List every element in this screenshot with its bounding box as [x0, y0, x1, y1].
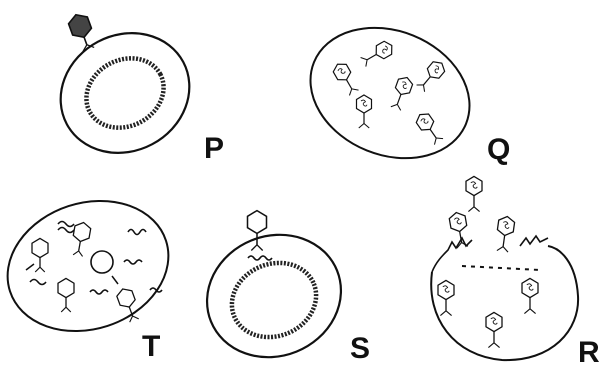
- phage-icon: [359, 39, 395, 68]
- phage-head-icon: [91, 251, 113, 273]
- bacterial-cell: [291, 5, 490, 181]
- phage-icon: [331, 60, 360, 96]
- dna-strand: [30, 280, 46, 285]
- phage-icon: [438, 280, 454, 315]
- phage-icon: [495, 215, 516, 252]
- dna-strand: [58, 222, 74, 227]
- phage-head-icon: [58, 278, 74, 312]
- tail-fiber: [26, 264, 34, 270]
- panel-q: Q: [291, 5, 511, 181]
- ruptured-membrane: [432, 238, 472, 272]
- cell-rupture-line: [462, 266, 540, 270]
- bacterial-chromosome: [74, 45, 176, 141]
- bacterial-cell: [0, 181, 185, 352]
- panel-label-q: Q: [487, 133, 510, 166]
- phage-icon: [357, 95, 372, 128]
- dna-strand: [124, 260, 142, 264]
- phage-icon: [414, 110, 445, 146]
- phage-icon: [415, 58, 448, 93]
- phage-head-icon: [32, 238, 48, 272]
- panel-label-s: S: [350, 332, 370, 365]
- phage-icon: [522, 278, 538, 313]
- phage-head-icon: [70, 221, 92, 257]
- panel-s: S: [188, 211, 370, 374]
- panel-label-r: R: [578, 336, 600, 369]
- phage-icon: [486, 312, 502, 347]
- panel-label-t: T: [142, 330, 160, 363]
- panel-p: P: [39, 11, 224, 175]
- phage-icon: [66, 11, 97, 53]
- bacterial-chromosome: [221, 251, 328, 350]
- panel-t: T: [0, 181, 185, 363]
- phage-icon: [466, 176, 482, 211]
- dna-strand: [58, 228, 74, 233]
- lysed-cell-wall: [431, 246, 578, 360]
- panel-label-p: P: [204, 132, 224, 165]
- injected-dna: [248, 256, 272, 260]
- dna-strand: [128, 230, 146, 235]
- dna-strand: [90, 290, 108, 294]
- tail-fiber: [112, 276, 118, 284]
- phage-icon: [248, 211, 267, 251]
- bacterial-cell-wall: [39, 11, 210, 175]
- ruptured-membrane: [520, 236, 548, 246]
- panel-r: R: [431, 176, 600, 369]
- phage-icon: [389, 75, 414, 111]
- bacterial-cell-wall: [188, 215, 359, 374]
